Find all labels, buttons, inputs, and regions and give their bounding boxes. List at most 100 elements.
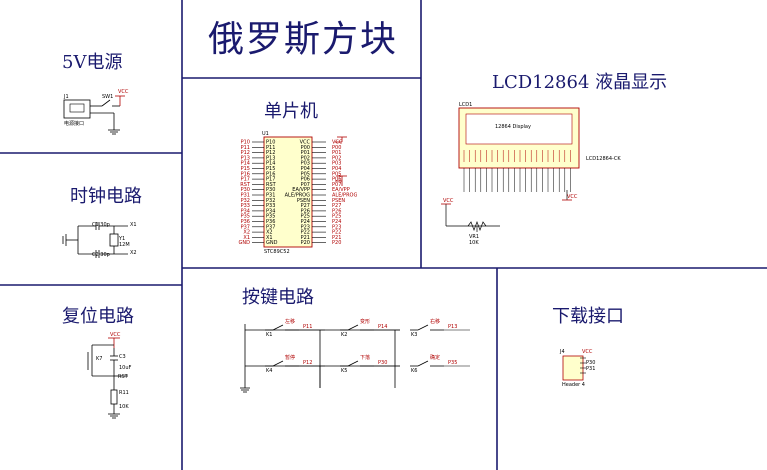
mcu-right-net-label: PSEN (332, 198, 345, 204)
mcu-section-title: 单片机 (264, 101, 318, 122)
download-pin2-label: P31 (586, 366, 595, 372)
mcu-left-pin-label: P17 (266, 177, 275, 183)
mcu-left-pin-label: RST (266, 182, 277, 188)
mcu-left-net-label: P36 (241, 219, 250, 225)
key-switch-lever (417, 360, 429, 367)
mcu-right-net-label: P26 (332, 208, 341, 214)
mcu-left-pin-label: P12 (266, 150, 275, 156)
lcd-module: LCD1 12864 Display LCD12864-CK VCC VCC V… (441, 102, 621, 246)
download-pin1-label: P30 (586, 360, 595, 366)
mcu-left-net-label: P37 (241, 224, 250, 230)
mcu-left-net-label: RST (240, 182, 251, 188)
mcu-right-pin-label: P27 (301, 203, 310, 209)
mcu-left-pin-label: P31 (266, 193, 275, 199)
reset-capv-label: 10uF (119, 365, 132, 371)
key-name-label: 变形 (360, 318, 370, 325)
mcu-left-net-label: P10 (241, 140, 250, 146)
key-switch-lever (272, 360, 284, 367)
power-switch-label: SW1 (102, 94, 113, 100)
mcu-chip: U1 STC89C52 P10P10P11P11P12P12P13P13P14P… (239, 131, 358, 255)
key-name-label: 下落 (360, 354, 370, 361)
reset-key-label: K7 (96, 356, 102, 362)
lcd-vr-label: VR1 (469, 234, 479, 240)
key-net-label: P13 (448, 324, 457, 330)
lcd-section-title: LCD12864 液晶显示 (492, 72, 668, 93)
reset-cap-label: C3 (119, 354, 126, 360)
key-net-label: P11 (303, 324, 312, 330)
mcu-right-pin-label: PSEN (297, 198, 310, 204)
mcu-left-pin-label: P35 (266, 214, 275, 220)
mcu-right-net-label: P27 (332, 203, 341, 209)
power-vcc-label: VCC (118, 89, 129, 95)
key-ref-label: K5 (341, 368, 347, 374)
reset-vcc-label: VCC (110, 332, 121, 338)
mcu-right-net-label: P03 (332, 161, 341, 167)
mcu-right-pin-label: P07 (301, 182, 310, 188)
mcu-right-pin-label: P22 (301, 230, 310, 236)
clock-x1-label: X1 (130, 222, 137, 228)
key-switches: K1左移P11K2变形P14K3右移P13K4暂停P12K5下落P30K6确定P… (265, 318, 470, 374)
key-net-label: P14 (378, 324, 387, 330)
mcu-left-net-label: P15 (241, 166, 250, 172)
key-name-label: 暂停 (285, 354, 295, 361)
mcu-right-net-label: P04 (332, 166, 341, 172)
clock-freq-label: 12M (119, 242, 130, 248)
reset-section-title: 复位电路 (62, 306, 134, 327)
mcu-left-pin-label: P10 (266, 140, 275, 146)
mcu-right-pin-label: P20 (301, 240, 310, 246)
key-name-label: 右移 (430, 318, 440, 325)
power-jack-label: 电源接口 (64, 120, 84, 127)
mcu-left-pin-label: P30 (266, 187, 275, 193)
clock-c1-label: C1 30p (92, 222, 110, 228)
mcu-left-pin-label: P33 (266, 203, 275, 209)
clock-crystal-label: Y1 (118, 236, 125, 242)
mcu-right-net-label: P20 (332, 240, 341, 246)
mcu-left-pin-label: P15 (266, 166, 275, 172)
download-header: J4 VCC P30 P31 Header 4 (559, 349, 595, 388)
mcu-right-net-label: P05 (332, 171, 341, 177)
mcu-left-net-label: P11 (241, 145, 250, 151)
mcu-left-pin-label: P13 (266, 155, 275, 161)
mcu-right-net-label: VCC (332, 140, 343, 146)
lcd-vcc2-label: VCC (567, 194, 578, 200)
mcu-right-pin-label: VCC (300, 140, 311, 146)
reset-labels: VCC K7 C3 10uF RST R11 10K (96, 332, 132, 410)
lcd-model-label: LCD12864-CK (586, 156, 621, 162)
clock-section-title: 时钟电路 (70, 186, 142, 207)
mcu-left-pin-label: P36 (266, 219, 275, 225)
key-ref-label: K3 (411, 332, 417, 338)
reset-res-label: R11 (119, 390, 129, 396)
key-ref-label: K1 (266, 332, 272, 338)
download-ref-label: J4 (559, 349, 565, 355)
mcu-right-net-label: P02 (332, 155, 341, 161)
mcu-right-net-label: ALE/PROG (332, 193, 357, 199)
key-switch-lever (417, 324, 429, 331)
download-vcc-label: VCC (582, 349, 593, 355)
mcu-right-pin-label: P24 (301, 219, 310, 225)
mcu-left-net-label: P35 (241, 214, 250, 220)
mcu-right-net-label: P22 (332, 230, 341, 236)
power-j1-label: J1 (63, 94, 69, 100)
mcu-left-net-label: P34 (241, 208, 250, 214)
mcu-right-net-label: P21 (332, 235, 341, 241)
mcu-left-net-label: X2 (243, 230, 250, 236)
mcu-right-net-label: P00 (332, 145, 341, 151)
key-ref-label: K6 (411, 368, 417, 374)
mcu-part-label: STC89C52 (264, 249, 290, 255)
mcu-right-net-label: P06 (332, 177, 341, 183)
mcu-left-pin-label: GND (266, 240, 278, 246)
lcd-display-label: 12864 Display (495, 124, 531, 130)
mcu-right-net-label: P01 (332, 150, 341, 156)
mcu-left-pin-label: P11 (266, 145, 275, 151)
mcu-left-pin-label: P14 (266, 161, 275, 167)
mcu-right-pin-label: P21 (301, 235, 310, 241)
mcu-left-pin-label: P32 (266, 198, 275, 204)
mcu-left-net-label: P13 (241, 155, 250, 161)
key-name-label: 左移 (285, 318, 295, 325)
mcu-left-net-label: X1 (243, 235, 250, 241)
mcu-right-pin-label: P23 (301, 224, 310, 230)
key-net-label: P12 (303, 360, 312, 366)
mcu-right-pin-label: P02 (301, 155, 310, 161)
lcd-ref-label: LCD1 (459, 102, 472, 108)
